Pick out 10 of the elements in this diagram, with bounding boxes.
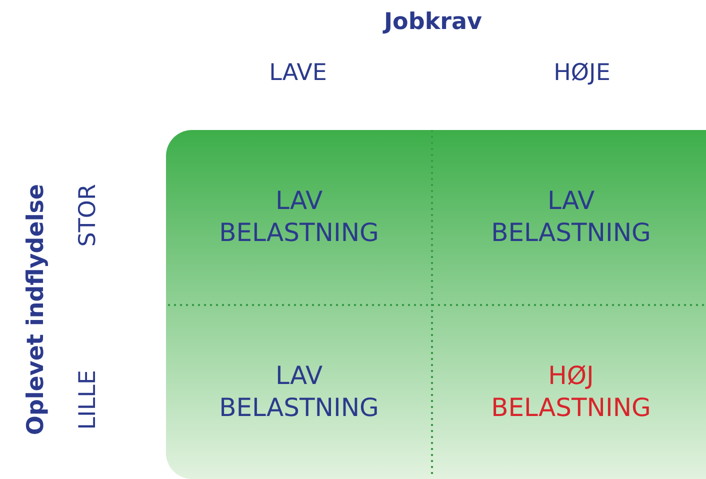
- row-header: STOR: [75, 184, 101, 246]
- quadrant-label: LAV BELASTNING: [218, 360, 380, 424]
- quadrant-label: LAV BELASTNING: [490, 185, 652, 249]
- axis-title: Jobkrav: [384, 9, 482, 35]
- quadrant-label: HØJ BELASTNING: [490, 360, 652, 424]
- column-header: HØJE: [554, 60, 610, 86]
- quadrant-label: LAV BELASTNING: [218, 185, 380, 249]
- axis-title: Oplevet indflydelse: [23, 184, 49, 436]
- column-header: LAVE: [269, 60, 327, 86]
- row-header: LILLE: [75, 370, 101, 430]
